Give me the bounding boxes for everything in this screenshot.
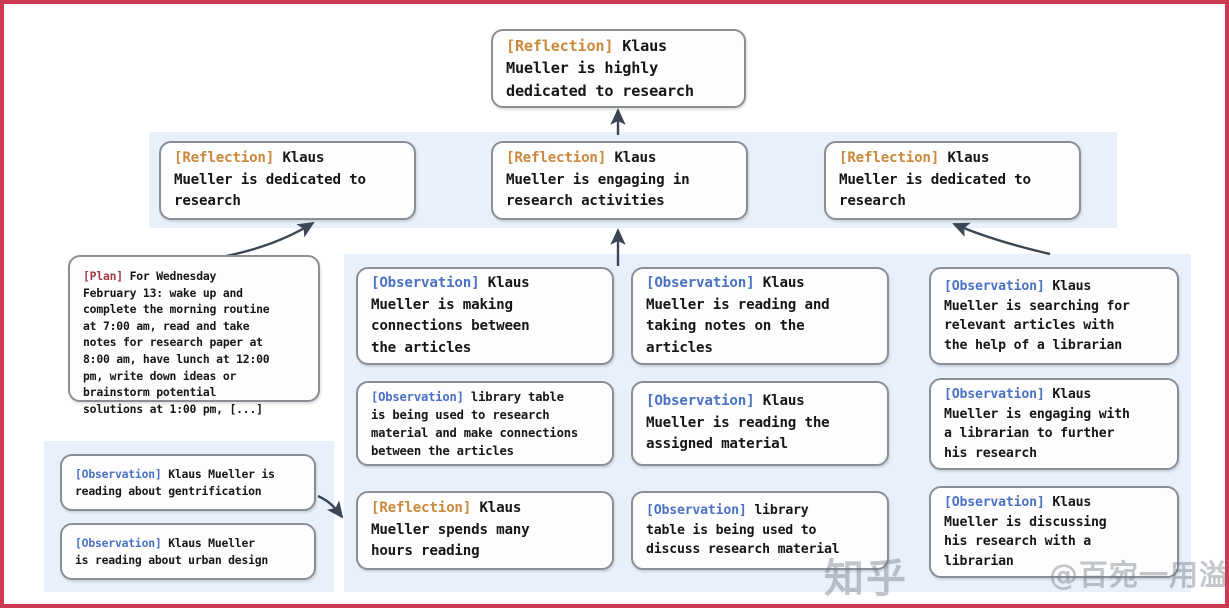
node-text: [Observation] Klaus Mueller is reading a… [646, 273, 830, 359]
node-tag: [Observation] [944, 495, 1045, 510]
node-body: Klaus Mueller is dedicated to research [839, 150, 1031, 210]
node-tag: [Reflection] [506, 150, 607, 167]
node-column-b-1[interactable]: [Observation] Klaus Mueller is reading a… [631, 267, 889, 365]
node-tag: [Observation] [646, 393, 755, 410]
node-body: Klaus Mueller is reading and taking note… [646, 275, 830, 356]
node-body: Klaus Mueller is engaging with a librari… [944, 387, 1130, 461]
node-column-c-1[interactable]: [Observation] Klaus Mueller is searching… [929, 267, 1179, 365]
node-text: [Observation] Klaus Mueller is reading a… [75, 466, 275, 499]
node-text: [Observation] library table is being use… [646, 501, 840, 560]
node-reflection-middle[interactable]: [Reflection] Klaus Mueller is engaging i… [491, 141, 748, 220]
node-tag: [Observation] [75, 535, 162, 550]
node-column-b-3[interactable]: [Observation] library table is being use… [631, 491, 889, 570]
node-body: Klaus Mueller is engaging in research ac… [506, 150, 690, 210]
node-text: [Observation] Klaus Mueller is engaging … [944, 385, 1130, 463]
node-tag: [Reflection] [506, 36, 614, 55]
node-text: [Observation] Klaus Mueller is reading t… [646, 391, 830, 456]
node-body: For Wednesday February 13: wake up and c… [83, 269, 270, 416]
node-column-a-1[interactable]: [Observation] Klaus Mueller is making co… [356, 267, 614, 365]
node-reflection-right[interactable]: [Reflection] Klaus Mueller is dedicated … [824, 141, 1081, 220]
node-text: [Reflection] Klaus Mueller is engaging i… [506, 148, 690, 213]
node-text: [Reflection] Klaus Mueller is dedicated … [174, 148, 366, 213]
node-column-c-3[interactable]: [Observation] Klaus Mueller is discussin… [929, 486, 1179, 578]
node-root-reflection[interactable]: [Reflection] Klaus Mueller is highly ded… [491, 29, 746, 108]
node-column-a-2[interactable]: [Observation] library table is being use… [356, 381, 614, 466]
node-left-observation-2[interactable]: [Observation] Klaus Mueller is reading a… [60, 523, 316, 580]
node-body: Klaus Mueller is searching for relevant … [944, 279, 1130, 353]
node-body: library table is being used to discuss r… [646, 503, 840, 558]
node-body: Klaus Mueller is reading about urban des… [75, 535, 269, 567]
node-tag: [Observation] [75, 466, 162, 481]
node-text: [Reflection] Klaus Mueller is dedicated … [839, 148, 1031, 213]
node-text: [Reflection] Klaus Mueller spends many h… [371, 498, 530, 563]
node-text: [Observation] Klaus Mueller is reading a… [75, 535, 268, 568]
node-text: [Observation] library table is being use… [371, 388, 578, 460]
node-text: [Observation] Klaus Mueller is making co… [371, 273, 530, 359]
node-tag: [Observation] [944, 279, 1045, 294]
node-column-c-2[interactable]: [Observation] Klaus Mueller is engaging … [929, 378, 1179, 470]
node-body: Klaus Mueller is making connections betw… [371, 275, 530, 356]
node-body: Klaus Mueller is highly dedicated to res… [506, 36, 694, 100]
node-tag: [Observation] [646, 503, 747, 519]
node-tag: [Reflection] [371, 500, 472, 517]
node-tag: [Observation] [646, 275, 755, 291]
node-text: [Observation] Klaus Mueller is discussin… [944, 493, 1107, 571]
node-tag: [Observation] [371, 275, 480, 291]
node-plan[interactable]: [Plan] For Wednesday February 13: wake u… [68, 255, 320, 416]
node-reflection-left[interactable]: [Reflection] Klaus Mueller is dedicated … [159, 141, 416, 220]
node-tag: [Reflection] [839, 150, 940, 167]
node-body: library table is being used to research … [371, 389, 578, 458]
node-column-a-3[interactable]: [Reflection] Klaus Mueller spends many h… [356, 491, 614, 570]
node-tag: [Observation] [371, 389, 464, 404]
node-body: Klaus Mueller is reading the assigned ma… [646, 393, 830, 453]
node-tag: [Plan] [83, 269, 123, 283]
node-text: [Reflection] Klaus Mueller is highly ded… [506, 35, 694, 103]
node-text: [Observation] Klaus Mueller is searching… [944, 277, 1130, 355]
node-tag: [Reflection] [174, 150, 275, 167]
node-body: Klaus Mueller is discussing his research… [944, 495, 1107, 569]
node-column-b-2[interactable]: [Observation] Klaus Mueller is reading t… [631, 381, 889, 466]
node-tag: [Observation] [944, 387, 1045, 402]
node-left-observation-1[interactable]: [Observation] Klaus Mueller is reading a… [60, 454, 316, 511]
node-body: Klaus Mueller is reading about gentrific… [75, 466, 275, 498]
node-text: [Plan] For Wednesday February 13: wake u… [83, 268, 270, 417]
node-body: Klaus Mueller spends many hours reading [371, 500, 530, 560]
node-body: Klaus Mueller is dedicated to research [174, 150, 366, 210]
